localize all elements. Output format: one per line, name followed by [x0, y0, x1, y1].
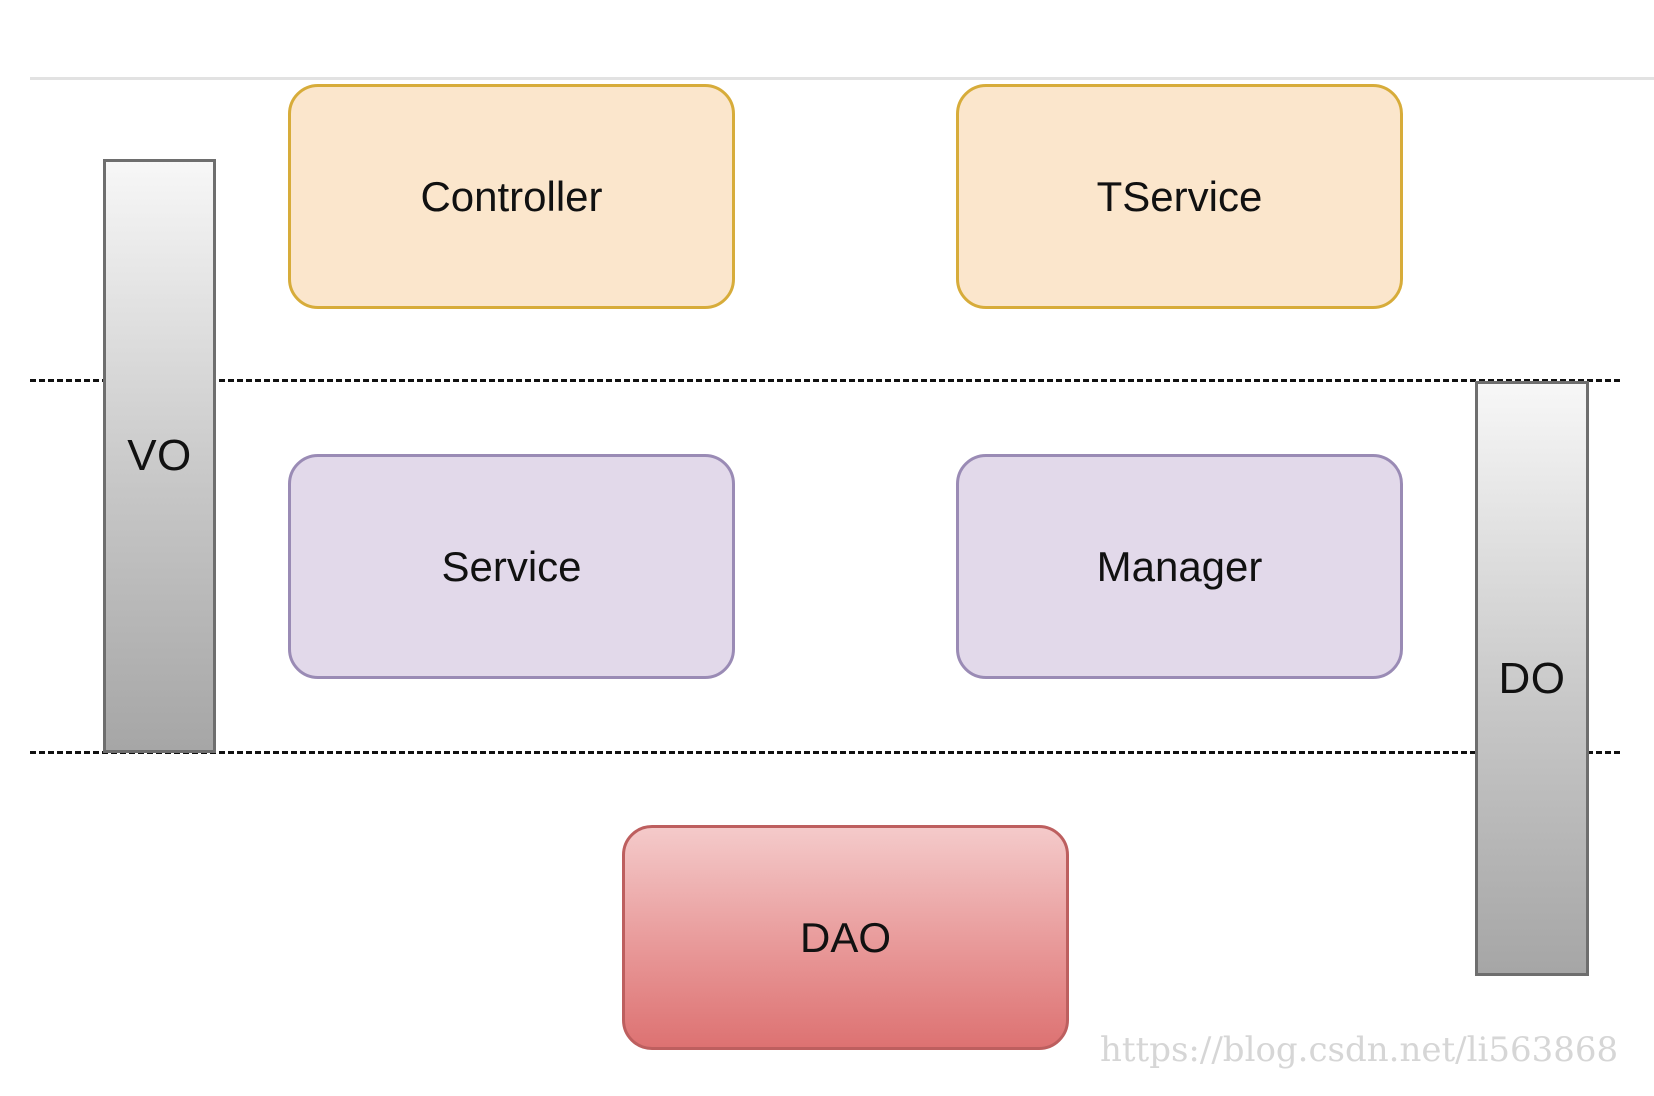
tservice-label: TService: [1096, 172, 1263, 220]
watermark-text: https://blog.csdn.net/li563868: [1100, 1030, 1619, 1070]
controller-label: Controller: [420, 172, 603, 220]
top-rule: [30, 77, 1654, 80]
dao-label: DAO: [799, 913, 891, 961]
manager-label: Manager: [1096, 542, 1263, 590]
vo-object-bar: VO: [103, 159, 216, 753]
do-label: DO: [1498, 653, 1566, 703]
vo-label: VO: [127, 431, 192, 480]
controller-box: Controller: [288, 84, 735, 309]
manager-box: Manager: [956, 454, 1403, 679]
layer-separator-upper: [30, 379, 1620, 382]
dao-box: DAO: [622, 825, 1069, 1050]
tservice-box: TService: [956, 84, 1403, 309]
layer-separator-lower: [30, 751, 1620, 754]
service-box: Service: [288, 454, 735, 679]
do-object-bar: DO: [1475, 381, 1589, 976]
service-label: Service: [441, 542, 582, 590]
